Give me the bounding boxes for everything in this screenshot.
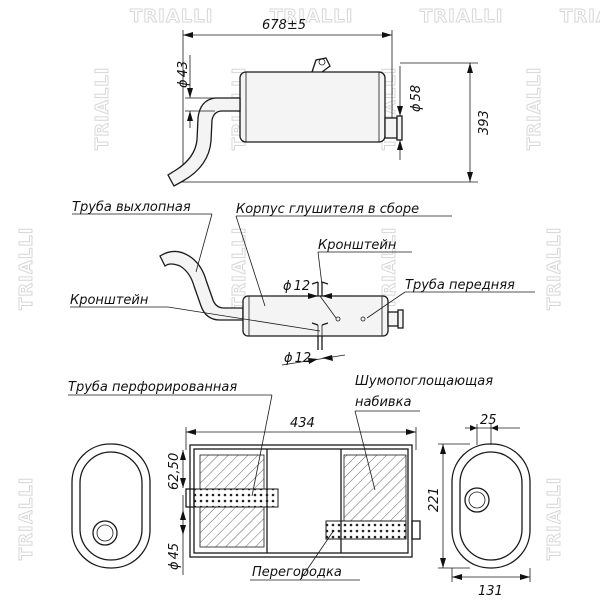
section-body — [189, 444, 413, 558]
perforated-pipe — [193, 488, 279, 508]
end-view-left — [71, 443, 151, 569]
label-sound-absorbing-2: набивка — [355, 395, 411, 410]
dim-body-length: 434 — [290, 416, 315, 431]
outlet-pipe-top — [384, 117, 398, 139]
dim-outlet-diameter: ϕ58 — [409, 85, 424, 112]
dim-body-height: 221 — [427, 487, 442, 512]
dim-perforated-diameter: ϕ45 — [167, 543, 182, 570]
end-view-right — [451, 443, 531, 569]
svg-text:TRIALLI: TRIALLI — [544, 477, 565, 560]
bracket-bottom — [317, 336, 323, 350]
svg-text:TRIALLI: TRIALLI — [420, 6, 503, 27]
svg-text:TRIALLI: TRIALLI — [524, 67, 545, 150]
label-exhaust-pipe: Труба выхлопная — [72, 200, 191, 215]
label-sound-absorbing-1: Шумопоглощающая — [355, 374, 493, 389]
label-bracket-top: Кронштейн — [318, 238, 397, 253]
dim-inlet-diameter: ϕ43 — [176, 61, 191, 88]
label-bracket-left: Кронштейн — [70, 293, 149, 308]
svg-text:TRIALLI: TRIALLI — [544, 227, 565, 310]
label-perforated-pipe: Труба перфорированная — [68, 380, 237, 395]
svg-text:TRIALLI: TRIALLI — [229, 227, 250, 310]
svg-text:TRIALLI: TRIALLI — [379, 227, 400, 310]
top-view: 678±5 393 ϕ58 ϕ43 — [167, 18, 492, 187]
exhaust-pipe-top — [167, 97, 241, 187]
svg-text:TRIALLI: TRIALLI — [16, 227, 37, 310]
dim-total-length: 678±5 — [262, 18, 306, 33]
dim-section-height: 62,50 — [167, 453, 182, 490]
svg-text:TRIALLI: TRIALLI — [92, 67, 113, 150]
dim-body-width: 131 — [478, 584, 503, 599]
label-baffle: Перегородка — [252, 565, 342, 580]
dim-outlet-offset: 25 — [480, 413, 497, 428]
svg-text:TRIALLI: TRIALLI — [560, 6, 600, 27]
svg-text:TRIALLI: TRIALLI — [270, 6, 353, 27]
svg-text:TRIALLI: TRIALLI — [16, 477, 37, 560]
label-muffler-body: Корпус глушителя в сборе — [236, 202, 419, 217]
section-views: 434 62,50 ϕ45 — [68, 374, 531, 599]
label-front-pipe: Труба передняя — [405, 278, 515, 293]
front-pipe — [387, 311, 399, 327]
muffler-body-top — [239, 71, 386, 143]
bracket-top — [317, 282, 323, 296]
sound-absorbing-packing — [343, 454, 407, 522]
svg-text:TRIALLI: TRIALLI — [130, 6, 213, 27]
dim-total-height: 393 — [477, 110, 492, 135]
